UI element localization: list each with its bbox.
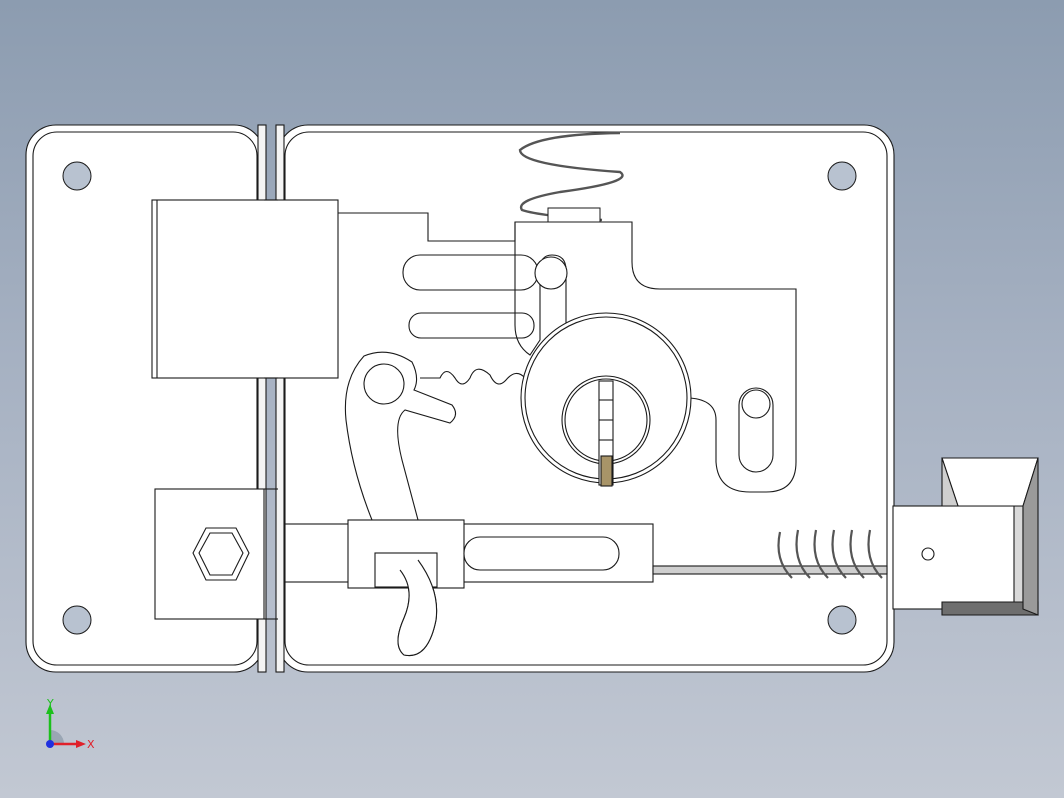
latch-tongue-bevel-top [941,457,1039,507]
case-flange-strip-right [275,124,285,673]
latch-spring-rod [652,565,888,575]
bolt-slot-lower [408,312,535,339]
case-flange-strip-left [257,124,267,673]
y-axis-label: Y [46,697,54,710]
key-bit [600,455,613,487]
axis-triad: Y X [46,697,95,751]
latch-lever-pivot [363,363,405,405]
mounting-hole-top-right [827,161,857,191]
case-main-plate-inner [284,131,888,666]
lever-teeth [420,368,526,385]
y-axis-arrow-icon [46,704,54,714]
latch-lever-hook [397,559,438,657]
mounting-hole-bottom-left [62,605,92,635]
x-axis-label: X [87,738,95,751]
bolt-slot-upper [402,254,539,291]
z-axis-dot [46,740,54,748]
latch-head-hex-hole [192,527,250,581]
latch-bar-slot [463,536,620,571]
mounting-hole-top-left [62,161,92,191]
lever-pivot-hole [534,256,568,290]
deadbolt-block [151,199,339,379]
latch-tongue-pin [921,547,935,561]
bolt-spring [518,131,624,222]
latch-tongue-face [1013,505,1024,610]
mounting-hole-bottom-right [827,605,857,635]
bolt-spring-seat [547,207,601,223]
latch-coil-spring [777,529,883,579]
bolt-tail-profile [338,212,797,493]
latch-tongue-bevel-shade [941,457,959,507]
guide-slot-pin [741,389,771,419]
case-left-plate-inner [32,131,258,666]
x-axis-arrow-icon [76,740,86,748]
latch-tongue [892,505,1024,610]
